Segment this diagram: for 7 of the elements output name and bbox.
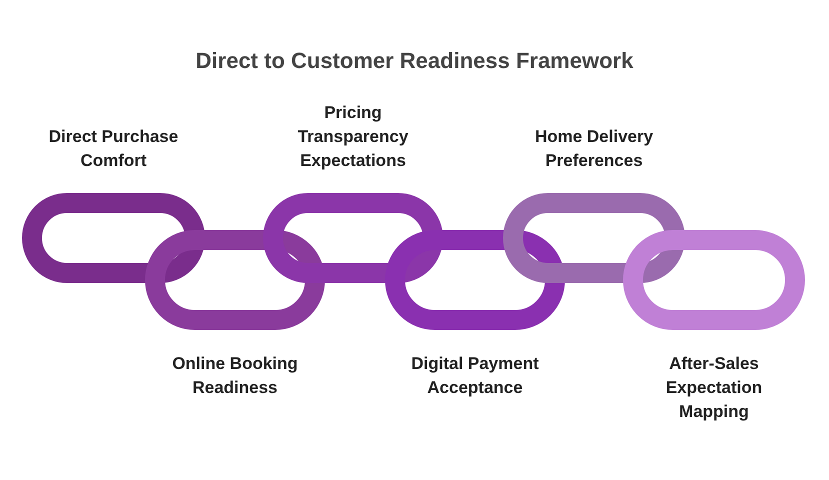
link-label: Pricing Transparency Expectations xyxy=(296,102,410,172)
link-label: After-Sales Expectation Mapping xyxy=(664,353,764,423)
link-label: Direct Purchase Comfort xyxy=(48,126,180,172)
diagram-title: Direct to Customer Readiness Framework xyxy=(194,48,634,74)
link-label: Online Booking Readiness xyxy=(171,353,299,399)
link-label: Home Delivery Preferences xyxy=(534,126,654,172)
link-label: Digital Payment Acceptance xyxy=(410,353,540,399)
